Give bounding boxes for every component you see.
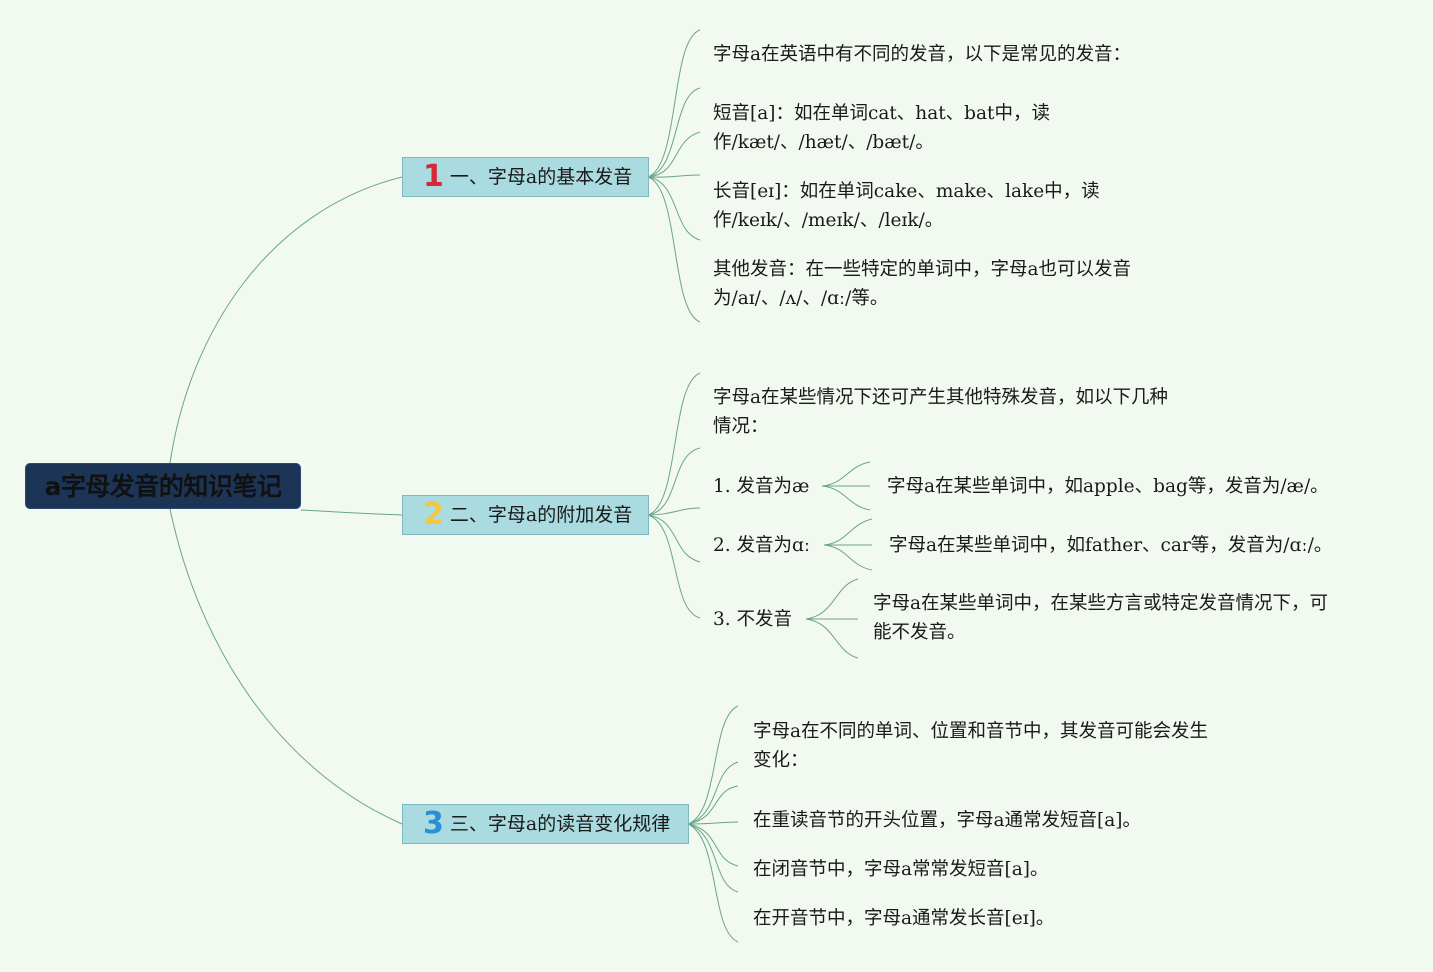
- leaf-line: 其他发音：在一些特定的单词中，字母a也可以发音: [713, 259, 1132, 280]
- connector-b1-2: [647, 87, 701, 178]
- leaf-b2-4-detail: 字母a在某些单词中，在某些方言或特定发音情况下，可 能不发音。: [873, 589, 1328, 647]
- connector-b1-6: [647, 176, 701, 323]
- leaf-b2-3-label: 2. 发音为ɑː: [713, 535, 811, 556]
- leaf-line: 字母a在某些单词中，如apple、bag等，发音为/æ/。: [887, 476, 1329, 497]
- leaf-b2-4-label: 3. 不发音: [713, 609, 793, 630]
- connector-b2-2: [647, 447, 701, 516]
- leaf-line: 字母a在某些情况下还可产生其他特殊发音，如以下几种: [713, 387, 1169, 408]
- leaf-b2-3-detail: 字母a在某些单词中，如father、car等，发音为/ɑː/。: [889, 531, 1332, 560]
- leaf-b2-1: 字母a在某些情况下还可产生其他特殊发音，如以下几种 情况：: [713, 383, 1168, 441]
- connector-b2-4: [647, 514, 701, 563]
- branch-label-1: 一、字母a的基本发音: [449, 166, 633, 188]
- leaf-b2-2-label: 1. 发音为æ: [713, 476, 810, 497]
- connector-b1-5: [647, 176, 701, 241]
- connector-b2-sub1-c: [821, 485, 871, 511]
- leaf-line: 情况：: [713, 416, 769, 437]
- leaf-b3-3: 在闭音节中，字母a常常发短音[a]。: [753, 855, 1049, 884]
- root-title: a字母发音的知识笔记: [44, 472, 282, 501]
- leaf-b1-2: 短音[a]：如在单词cat、hat、bat中，读 作/kæt/、/hæt/、/b…: [713, 99, 1050, 157]
- connector-b1-1: [647, 29, 701, 178]
- connector-b2-sub1-a: [821, 461, 871, 487]
- connector-root-branch-1: [169, 176, 403, 464]
- leaf-line: 为/aɪ/、/ʌ/、/ɑː/等。: [713, 288, 889, 309]
- connector-root-branch-3: [169, 508, 403, 825]
- connector-b2-sub2-c: [823, 544, 873, 571]
- connector-b2-5: [647, 514, 701, 619]
- connector-b3-5: [687, 823, 739, 867]
- root-node[interactable]: a字母发音的知识笔记: [25, 463, 301, 509]
- leaf-line: 字母a在某些单词中，在某些方言或特定发音情况下，可: [873, 593, 1329, 614]
- leaf-b3-1: 字母a在不同的单词、位置和音节中，其发音可能会发生 变化：: [753, 717, 1208, 775]
- leaf-b2-2-detail: 字母a在某些单词中，如apple、bag等，发音为/æ/。: [887, 472, 1329, 501]
- leaf-line: 作/keɪk/、/meɪk/、/leɪk/。: [713, 210, 944, 231]
- branch-label-2: 二、字母a的附加发音: [449, 504, 633, 526]
- connector-b3-3: [687, 785, 739, 825]
- connector-b3-1: [687, 705, 739, 825]
- connector-b3-7: [687, 823, 739, 943]
- leaf-line: 字母a在某些单词中，如father、car等，发音为/ɑː/。: [889, 535, 1333, 556]
- connector-b2-3: [647, 507, 701, 516]
- leaf-b1-1: 字母a在英语中有不同的发音，以下是常见的发音：: [713, 40, 1131, 69]
- leaf-line: 长音[eɪ]：如在单词cake、make、lake中，读: [713, 181, 1100, 202]
- branch-number-2: 2: [423, 497, 444, 532]
- leaf-b3-4: 在开音节中，字母a通常发长音[eɪ]。: [753, 904, 1054, 933]
- connector-b2-1: [647, 372, 701, 516]
- branch-label-3: 三、字母a的读音变化规律: [449, 813, 671, 835]
- leaf-line: 在开音节中，字母a通常发长音[eɪ]。: [753, 908, 1055, 929]
- branch-number-1: 1: [423, 159, 444, 194]
- leaf-line: 在重读音节的开头位置，字母a通常发短音[a]。: [753, 810, 1141, 831]
- connector-b2-sub3-c: [805, 618, 859, 659]
- leaf-b3-2: 在重读音节的开头位置，字母a通常发短音[a]。: [753, 806, 1141, 835]
- connector-root-branch-2: [300, 509, 403, 516]
- leaf-b1-3: 长音[eɪ]：如在单词cake、make、lake中，读 作/keɪk/、/me…: [713, 177, 1100, 235]
- leaf-line: 作/kæt/、/hæt/、/bæt/。: [713, 132, 934, 153]
- leaf-b1-4: 其他发音：在一些特定的单词中，字母a也可以发音 为/aɪ/、/ʌ/、/ɑː/等。: [713, 255, 1131, 313]
- leaf-line: 能不发音。: [873, 622, 966, 643]
- connector-b3-6: [687, 823, 739, 893]
- branch-number-3: 3: [423, 806, 444, 841]
- leaf-line: 短音[a]：如在单词cat、hat、bat中，读: [713, 103, 1050, 124]
- connector-b1-3: [647, 131, 701, 178]
- leaf-line: 字母a在不同的单词、位置和音节中，其发音可能会发生: [753, 721, 1209, 742]
- connector-b2-sub3-a: [805, 578, 859, 620]
- connector-b2-sub2-a: [823, 518, 873, 546]
- connector-b3-4: [687, 821, 739, 825]
- leaf-line: 变化：: [753, 750, 809, 771]
- leaf-line: 字母a在英语中有不同的发音，以下是常见的发音：: [713, 44, 1132, 65]
- leaf-line: 在闭音节中，字母a常常发短音[a]。: [753, 859, 1049, 880]
- connector-b1-4: [647, 174, 701, 178]
- connector-b3-2: [687, 761, 739, 825]
